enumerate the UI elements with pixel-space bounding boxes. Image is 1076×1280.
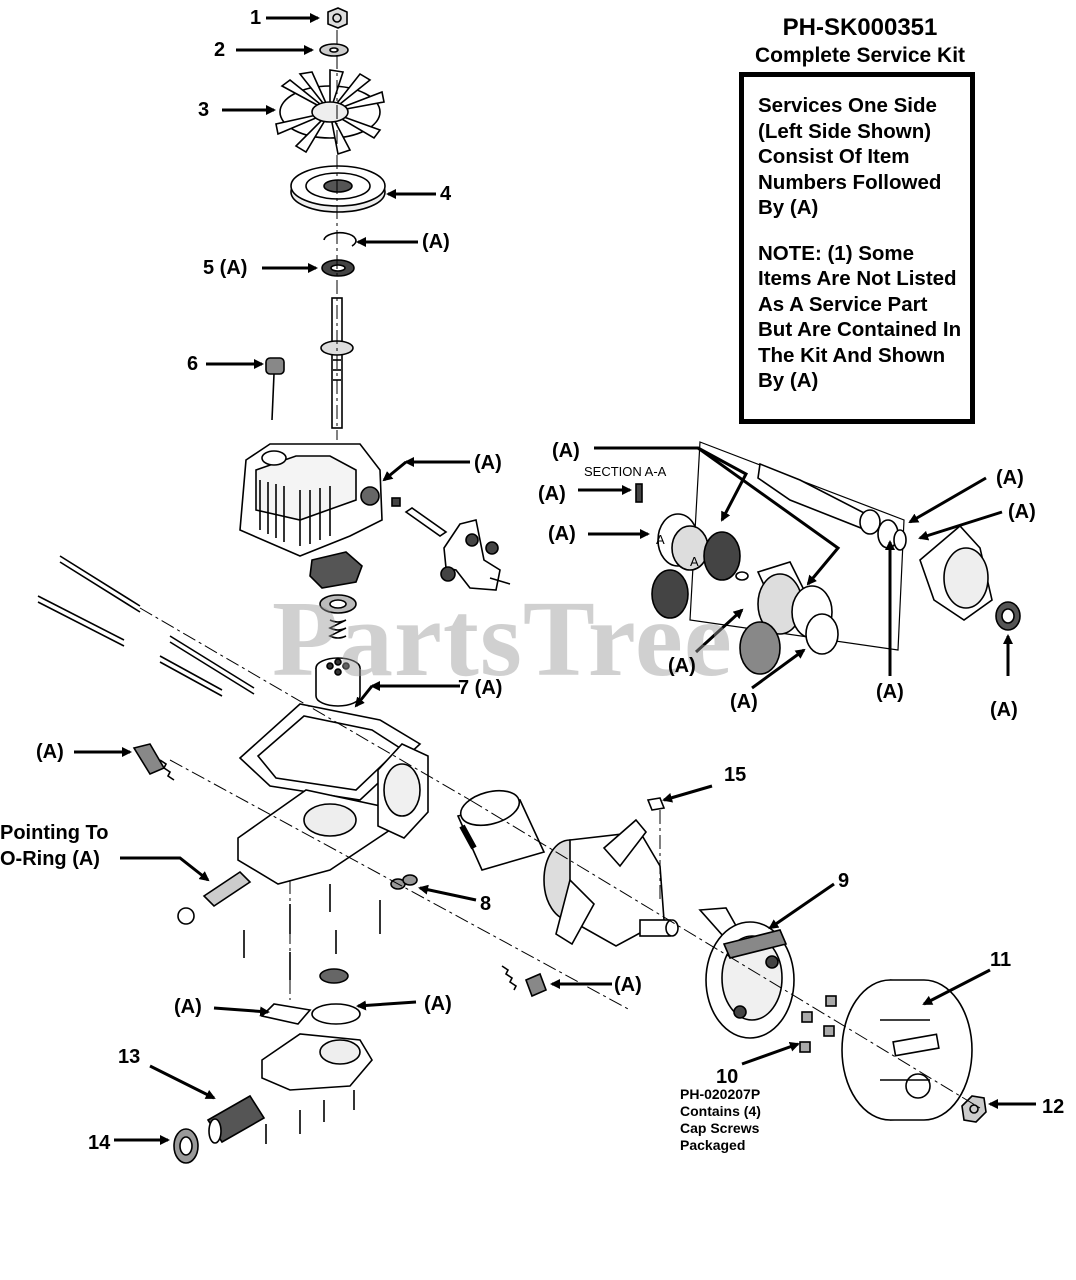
callout-13: 13	[118, 1046, 141, 1068]
section-label: SECTION A-A	[584, 464, 667, 479]
check-valve-plug	[132, 743, 175, 781]
callout-4: 4	[440, 183, 452, 205]
callout-a-section-washer: (A)	[730, 691, 758, 713]
cap-screw-note-line-4: Packaged	[680, 1137, 746, 1153]
callout-3: 3	[198, 99, 210, 121]
part-8-dowel-pins	[390, 874, 418, 890]
pump-bearing-spring	[319, 594, 357, 639]
motor-plug	[501, 965, 548, 998]
cap-screw-note-line-2: Contains (4)	[680, 1103, 761, 1119]
callout-5: 5 (A)	[203, 257, 248, 279]
cap-screw-note-line-1: PH-020207P	[680, 1086, 761, 1102]
part-13-filter	[206, 1094, 266, 1144]
part-12-nut	[961, 1095, 987, 1123]
callout-11: 11	[990, 949, 1012, 971]
callout-8: 8	[480, 893, 492, 915]
part-4-pulley	[290, 165, 386, 213]
snap-ring	[323, 231, 357, 247]
watermark-text: PartsTree	[272, 580, 733, 699]
control-linkage	[391, 497, 511, 591]
callout-9: 9	[838, 870, 850, 892]
callout-a-section-top: (A)	[552, 440, 580, 462]
callout-14: 14	[88, 1132, 111, 1154]
callout-a-section-plate: (A)	[548, 523, 576, 545]
long-bolts	[37, 555, 255, 697]
callout-a-housing: (A)	[474, 452, 502, 474]
callout-10: 10	[716, 1066, 739, 1088]
callout-a-check-valve: (A)	[36, 741, 64, 763]
callout-6: 6	[187, 353, 199, 375]
callout-a-motor-plug: (A)	[614, 974, 642, 996]
callout-a-section-block: (A)	[668, 655, 696, 677]
kit-note-paragraph-1: Services One Side (Left Side Shown) Cons…	[758, 94, 942, 219]
callout-oring-line2: O-Ring (A)	[0, 848, 100, 870]
cap-screw-note-line-3: Cap Screws	[680, 1120, 760, 1136]
part-11-hub	[841, 979, 973, 1121]
callout-a-section-bearing: (A)	[990, 699, 1018, 721]
kit-code: PH-SK000351	[782, 14, 938, 41]
part-1-nut	[327, 7, 348, 29]
callout-a-snap-ring: (A)	[422, 231, 450, 253]
center-section-screws	[243, 884, 381, 980]
callout-oring-line1: Pointing To	[0, 822, 109, 844]
filter-housing	[260, 1003, 373, 1144]
kit-note-box: Services One Side (Left Side Shown) Cons…	[739, 72, 975, 424]
section-mark-a2: A	[690, 554, 699, 569]
callout-7: 7 (A)	[458, 677, 503, 699]
cap-screw-kit-note: PH-020207P Contains (4) Cap Screws Packa…	[680, 1086, 761, 1154]
center-section	[237, 743, 429, 885]
section-bracket-arrows	[594, 446, 841, 586]
callout-a-section-ring2: (A)	[1008, 501, 1036, 523]
callout-a-filter-gasket: (A)	[174, 996, 202, 1018]
callout-12: 12	[1042, 1096, 1065, 1118]
callout-15: 15	[724, 764, 747, 786]
callout-a-filter-oring: (A)	[424, 993, 452, 1015]
kit-note-paragraph-2: NOTE: (1) Some Items Are Not Listed As A…	[758, 241, 962, 393]
charge-pump	[319, 968, 349, 984]
callout-2: 2	[214, 39, 226, 61]
part-5-bearing	[321, 259, 355, 277]
axle-housing	[543, 818, 679, 947]
part-14-filter-cap	[173, 1128, 199, 1164]
section-a-a-detail	[635, 441, 1021, 675]
callout-1: 1	[250, 7, 262, 29]
swashplate-block	[309, 551, 363, 589]
part-2-washer	[319, 43, 349, 57]
pump-cylinder-block	[315, 657, 361, 707]
callout-a-section-key: (A)	[538, 483, 566, 505]
callout-a-section-ring1: (A)	[996, 467, 1024, 489]
kit-title: Complete Service Kit	[754, 44, 966, 67]
part-10-cap-screws	[799, 995, 837, 1053]
leader-arrows	[74, 13, 1036, 1145]
part-15-key	[646, 797, 666, 811]
section-mark-a1: A	[656, 532, 665, 547]
part-6-vent-cap	[265, 357, 285, 421]
bypass-valve	[177, 870, 252, 925]
transmission-housing	[239, 443, 383, 557]
center-lines	[139, 30, 981, 1109]
part-9-brake-assembly	[698, 907, 795, 1039]
callout-a-section-shaft: (A)	[876, 681, 904, 703]
motor-sleeve	[456, 789, 546, 871]
part-3-fan	[275, 69, 385, 156]
